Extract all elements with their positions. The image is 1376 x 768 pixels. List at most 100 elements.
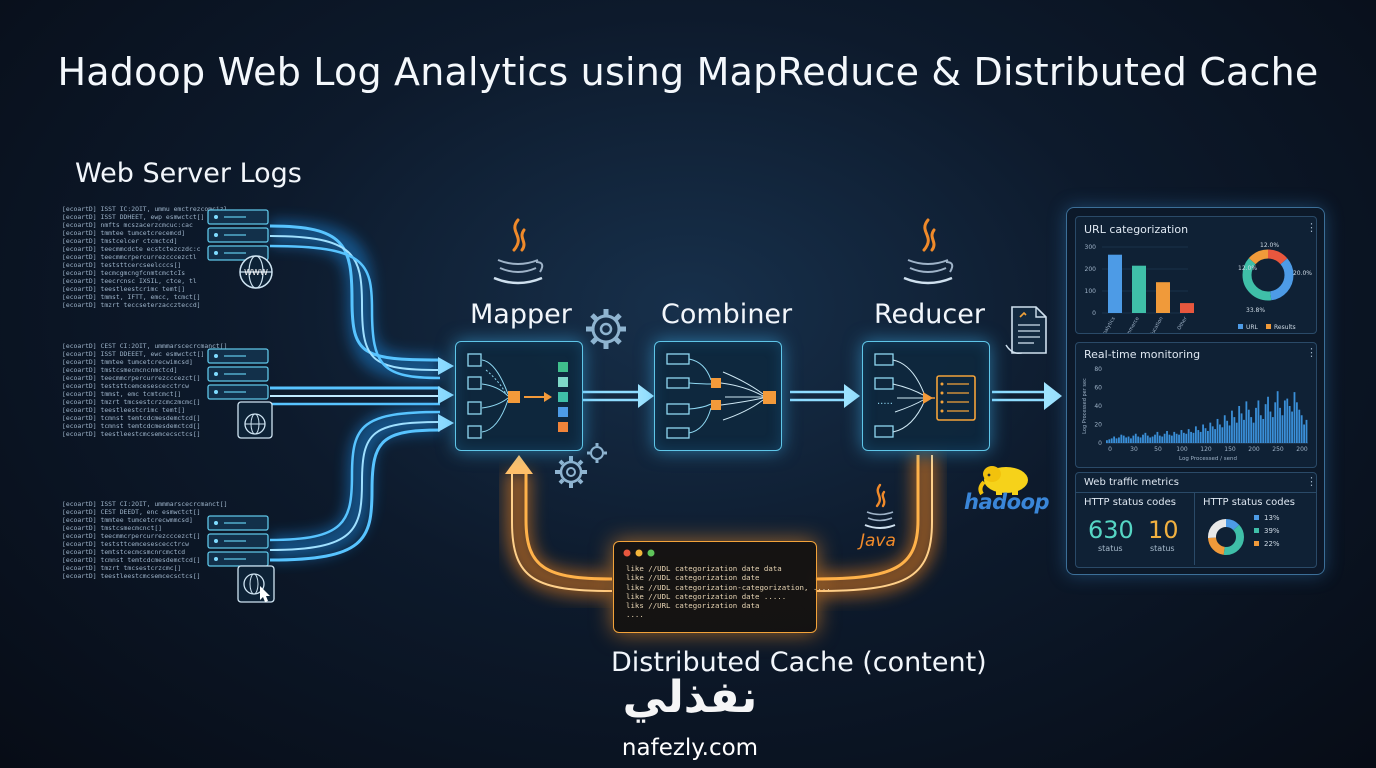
bar [1226, 420, 1229, 443]
log-line: [ecoartD] CEST CI:2OIT, ummmarscecrcmanc… [62, 342, 228, 350]
bar [1156, 431, 1159, 443]
log-line: [ecoartD] tmzrt teccseterzacczteccd] [62, 301, 201, 309]
more-menu-icon[interactable]: ⋮ [1306, 475, 1317, 488]
legend-swatch [1254, 515, 1259, 520]
more-menu-icon[interactable]: ⋮ [1306, 346, 1317, 359]
bar [1298, 409, 1301, 443]
bar [1182, 432, 1185, 443]
distributed-cache-label: Distributed Cache (content) [611, 647, 987, 678]
watermark-arabic: نفذلي [622, 672, 758, 723]
donut-slice [1242, 249, 1294, 301]
bar [1132, 265, 1146, 313]
bar [1233, 417, 1236, 443]
bar [1269, 411, 1272, 443]
mapper-to-combiner-arrow [582, 384, 654, 408]
bar [1115, 438, 1118, 443]
log-text-group-3: [ecoartD] ISST CI:2OIT, ummmarscecrcmanc… [62, 500, 227, 580]
bar [1108, 254, 1122, 313]
page-title: Hadoop Web Log Analytics using MapReduce… [57, 50, 1319, 94]
log-line: [ecoartD] teecrcnsc IXSIL, ctce, tl [62, 277, 197, 285]
window-controls [623, 549, 655, 557]
bar [1228, 425, 1231, 443]
bar [1252, 422, 1255, 443]
bar [1161, 436, 1164, 443]
arrowhead-2 [438, 386, 454, 404]
bar [1108, 439, 1111, 443]
donut-slice [1242, 249, 1294, 301]
log-line: [ecoartD] tmmtee tumcetcrecwmmcsd] [62, 516, 193, 524]
y-tick-label: 0 [1098, 440, 1102, 447]
bar [1264, 404, 1267, 443]
bar [1137, 436, 1140, 443]
bar [1173, 431, 1176, 443]
bar [1214, 429, 1217, 443]
mapper-label: Mapper [470, 299, 572, 330]
bar [1156, 282, 1170, 313]
x-tick-label: 150 [1224, 446, 1236, 453]
x-tick-label: Commerce [1122, 316, 1141, 333]
bar [1259, 415, 1262, 443]
bar [1178, 434, 1180, 443]
log-line: [ecoartD] nmfts mcszacerzcmcuc:cac [62, 221, 193, 229]
java-cup-icon [864, 483, 896, 529]
status-codes-donut: 13%39%22% [1208, 514, 1280, 555]
bar [1303, 424, 1305, 443]
log-line: [ecoartD] ISST DDHEET, ewp esmwctct[] [62, 213, 205, 221]
bar [1144, 432, 1147, 443]
bar [1274, 402, 1277, 443]
log-line: [ecoartD] teststtcemcesescecctrcw [62, 382, 189, 390]
bar [1247, 409, 1250, 443]
bar [1207, 430, 1209, 443]
bar [1122, 435, 1125, 443]
bar [1125, 437, 1128, 443]
log-line: [ecoartD] tmstcelcer ctcmctcd] [62, 237, 178, 245]
metric-value-1: 630 [1088, 516, 1134, 544]
more-menu-icon[interactable]: ⋮ [1306, 221, 1317, 234]
y-tick-label: 40 [1094, 403, 1102, 410]
y-axis-label: Log Processed per sec [1082, 378, 1088, 434]
log-line: [ecoartD] temtstcecmcsmcnrcmctcd [62, 548, 186, 556]
log-line: [ecoartD] teecmmcrpercurrezcccezct[] [62, 532, 201, 540]
mapper-box [455, 341, 583, 451]
legend-label: 13% [1264, 514, 1280, 522]
x-tick-label: 120 [1200, 446, 1212, 453]
metric-value-2: 10 [1148, 516, 1179, 544]
bar [1146, 435, 1149, 443]
bar [1168, 434, 1171, 443]
hadoop-logo-text: hadoop [964, 490, 1050, 514]
bar [1245, 401, 1248, 443]
bar [1120, 434, 1123, 443]
log-text-group-1: [ecoartD] ISST IC:2OIT, ummu emctrezcomc… [62, 205, 227, 309]
log-line: [ecoartD] teecmmcdcte ecstctezczdc:c [62, 245, 201, 253]
bar [1291, 411, 1293, 443]
legend-label: URL [1246, 324, 1259, 331]
web-server-logs-label: Web Server Logs [75, 158, 302, 189]
bar [1151, 436, 1154, 443]
url-panel-title: URL categorization [1084, 223, 1189, 236]
y-tick-label: 0 [1092, 310, 1096, 317]
bar [1163, 433, 1166, 443]
bar [1106, 440, 1108, 443]
bar [1194, 426, 1197, 443]
bar [1187, 429, 1190, 443]
bar [1197, 430, 1200, 443]
donut-slice [1208, 519, 1244, 555]
bar [1257, 400, 1260, 443]
java-cup-icon [903, 218, 954, 285]
log-line: [ecoartD] tmstcsmecmcncnmctcd] [62, 366, 178, 374]
legend-swatch [1254, 528, 1259, 533]
log-line: [ecoartD] tmmst, emc tcmtcmct[] [62, 390, 182, 398]
status-codes-title-left: HTTP status codes [1084, 497, 1177, 508]
bar [1170, 435, 1173, 443]
legend-swatch [1254, 541, 1259, 546]
legend-label: 39% [1264, 527, 1280, 535]
bar [1110, 438, 1113, 443]
x-tick-label: 100 [1176, 446, 1188, 453]
metric-label-2: status [1150, 544, 1175, 553]
donut-label: 20.0% [1293, 270, 1312, 277]
